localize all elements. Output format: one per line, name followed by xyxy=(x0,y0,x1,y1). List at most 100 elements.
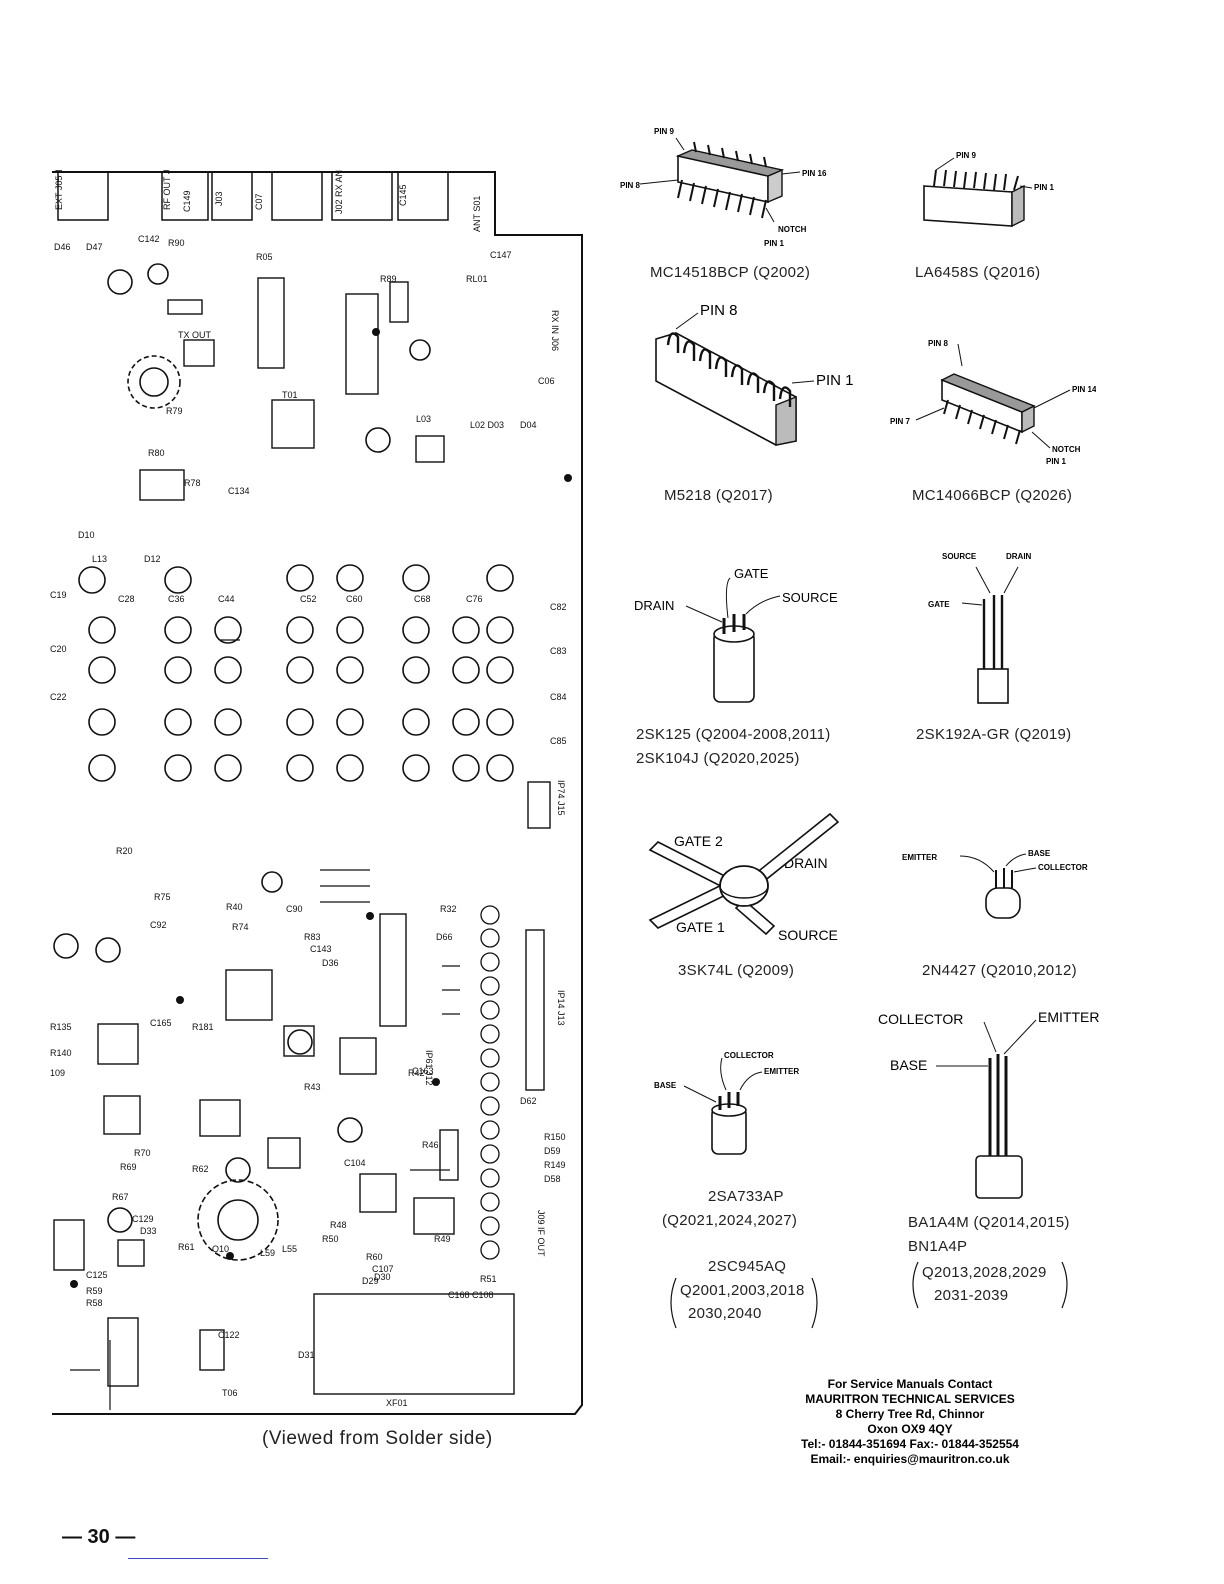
svg-text:C90: C90 xyxy=(286,904,303,914)
pin-label: EMITTER xyxy=(902,853,937,862)
svg-text:R62: R62 xyxy=(192,1164,209,1174)
svg-text:D29: D29 xyxy=(362,1276,379,1286)
svg-text:R51: R51 xyxy=(480,1274,497,1284)
pkg-name-line-1: 2SC945AQ xyxy=(708,1258,787,1275)
pkg-name: LA6458S (Q2016) xyxy=(915,264,1041,281)
pin-label: PIN 1 xyxy=(1046,457,1067,466)
svg-text:J02 RX ANT: J02 RX ANT xyxy=(334,170,344,214)
svg-text:R42: R42 xyxy=(408,1068,425,1078)
svg-text:C163: C163 xyxy=(412,1066,434,1076)
svg-text:Q10: Q10 xyxy=(212,1244,229,1254)
pin-label: PIN 16 xyxy=(802,169,827,178)
svg-text:R140: R140 xyxy=(50,1048,72,1058)
svg-text:EXT J05 TX OUT: EXT J05 TX OUT xyxy=(54,170,64,210)
coil-row-3 xyxy=(88,656,514,684)
footer-rule xyxy=(128,1558,268,1559)
pkg-name-line-2: Q2001,2003,2018 xyxy=(680,1282,805,1299)
bracket-2sc945aq xyxy=(670,1277,818,1329)
contact-postcode: Oxon OX9 4QY xyxy=(867,1422,953,1436)
svg-text:R60: R60 xyxy=(366,1252,383,1262)
svg-text:L02 D03: L02 D03 xyxy=(470,420,504,430)
pkg-3sk74l-diagram: GATE 2 DRAIN GATE 1 SOURCE xyxy=(648,812,840,943)
svg-text:R79: R79 xyxy=(166,406,183,416)
contact-phone: Tel:- 01844-351694 Fax:- 01844-352554 xyxy=(801,1437,1019,1451)
svg-text:C107: C107 xyxy=(372,1264,394,1274)
pin-label: COLLECTOR xyxy=(724,1051,774,1060)
service-contact: For Service Manuals Contact MAURITRON TE… xyxy=(760,1377,1060,1467)
coil-row-4 xyxy=(88,708,514,736)
svg-text:R90: R90 xyxy=(168,238,185,248)
svg-text:R43: R43 xyxy=(304,1082,321,1092)
pkg-m5218-diagram: PIN 8 PIN 1 xyxy=(655,302,854,446)
pkg-2sa733ap-diagram: COLLECTOR EMITTER BASE xyxy=(654,1051,799,1155)
svg-text:C168 C108: C168 C108 xyxy=(448,1290,494,1300)
svg-text:C143: C143 xyxy=(310,944,332,954)
svg-text:R75: R75 xyxy=(154,892,171,902)
pkg-name-line-1: BA1A4M (Q2014,2015) xyxy=(908,1214,1070,1231)
svg-text:IP61 J12: IP61 J12 xyxy=(424,1050,434,1086)
svg-text:RF OUT J01: RF OUT J01 xyxy=(162,170,172,210)
svg-text:R78: R78 xyxy=(184,478,201,488)
svg-text:D12: D12 xyxy=(144,554,161,564)
coil-row-1 xyxy=(78,564,514,594)
svg-text:R50: R50 xyxy=(322,1234,339,1244)
pin-label: GATE 1 xyxy=(676,919,725,935)
svg-text:R59: R59 xyxy=(86,1286,103,1296)
pkg-2sk192-diagram: SOURCE DRAIN GATE xyxy=(928,552,1032,704)
pin-label: SOURCE xyxy=(942,552,977,561)
svg-text:C104: C104 xyxy=(344,1158,366,1168)
pkg-name-line-2: BN1A4P xyxy=(908,1238,968,1255)
svg-text:L55: L55 xyxy=(282,1244,297,1254)
svg-text:ANT S01: ANT S01 xyxy=(472,196,482,232)
svg-text:R149: R149 xyxy=(544,1160,566,1170)
svg-text:D33: D33 xyxy=(140,1226,157,1236)
svg-text:R135: R135 xyxy=(50,1022,72,1032)
pin-label: PIN 8 xyxy=(700,302,738,319)
svg-text:C165: C165 xyxy=(150,1018,172,1028)
svg-text:R32: R32 xyxy=(440,904,457,914)
pkg-name: MC14518BCP (Q2002) xyxy=(650,264,811,281)
svg-text:R05: R05 xyxy=(256,252,273,262)
pin-label: PIN 7 xyxy=(890,417,911,426)
svg-text:D46: D46 xyxy=(54,242,71,252)
pin-label: PIN 1 xyxy=(1034,183,1055,192)
svg-text:C147: C147 xyxy=(490,250,512,260)
pin-label: NOTCH xyxy=(1052,445,1081,454)
svg-text:J09 IF OUT: J09 IF OUT xyxy=(536,1210,546,1257)
svg-text:C28: C28 xyxy=(118,594,135,604)
board-caption: (Viewed from Solder side) xyxy=(262,1428,493,1449)
svg-text:C82: C82 xyxy=(550,602,567,612)
pin-label: PIN 1 xyxy=(764,239,785,248)
pkg-name-line-4: 2031-2039 xyxy=(934,1287,1009,1304)
pkg-name-line-3: Q2013,2028,2029 xyxy=(922,1264,1047,1281)
svg-text:C92: C92 xyxy=(150,920,167,930)
coil-row-5 xyxy=(88,754,514,782)
svg-text:C85: C85 xyxy=(550,736,567,746)
svg-text:D62: D62 xyxy=(520,1096,537,1106)
svg-text:R67: R67 xyxy=(112,1192,129,1202)
svg-text:C52: C52 xyxy=(300,594,317,604)
page-number: — 30 — xyxy=(62,1526,136,1548)
svg-text:C36: C36 xyxy=(168,594,185,604)
svg-text:R49: R49 xyxy=(434,1234,451,1244)
svg-text:C60: C60 xyxy=(346,594,363,604)
pkg-name: M5218 (Q2017) xyxy=(664,487,773,504)
pkg-name-line-2: 2SK104J (Q2020,2025) xyxy=(636,750,800,767)
svg-text:C83: C83 xyxy=(550,646,567,656)
svg-text:C68: C68 xyxy=(414,594,431,604)
svg-text:C122: C122 xyxy=(218,1330,240,1340)
pin-label: DRAIN xyxy=(634,598,674,613)
pin-label: BASE xyxy=(654,1081,677,1090)
svg-text:R69: R69 xyxy=(120,1162,137,1172)
svg-text:C145: C145 xyxy=(398,184,408,206)
svg-text:R70: R70 xyxy=(134,1148,151,1158)
pkg-name-line-3: 2030,2040 xyxy=(688,1305,762,1322)
svg-text:L59: L59 xyxy=(260,1248,275,1258)
pin-label: COLLECTOR xyxy=(1038,863,1088,872)
svg-text:R20: R20 xyxy=(116,846,133,856)
svg-text:C07: C07 xyxy=(254,193,264,210)
top-connectors xyxy=(57,171,449,221)
pin-label: PIN 8 xyxy=(928,339,949,348)
svg-text:R89: R89 xyxy=(380,274,397,284)
svg-text:R181: R181 xyxy=(192,1022,214,1032)
